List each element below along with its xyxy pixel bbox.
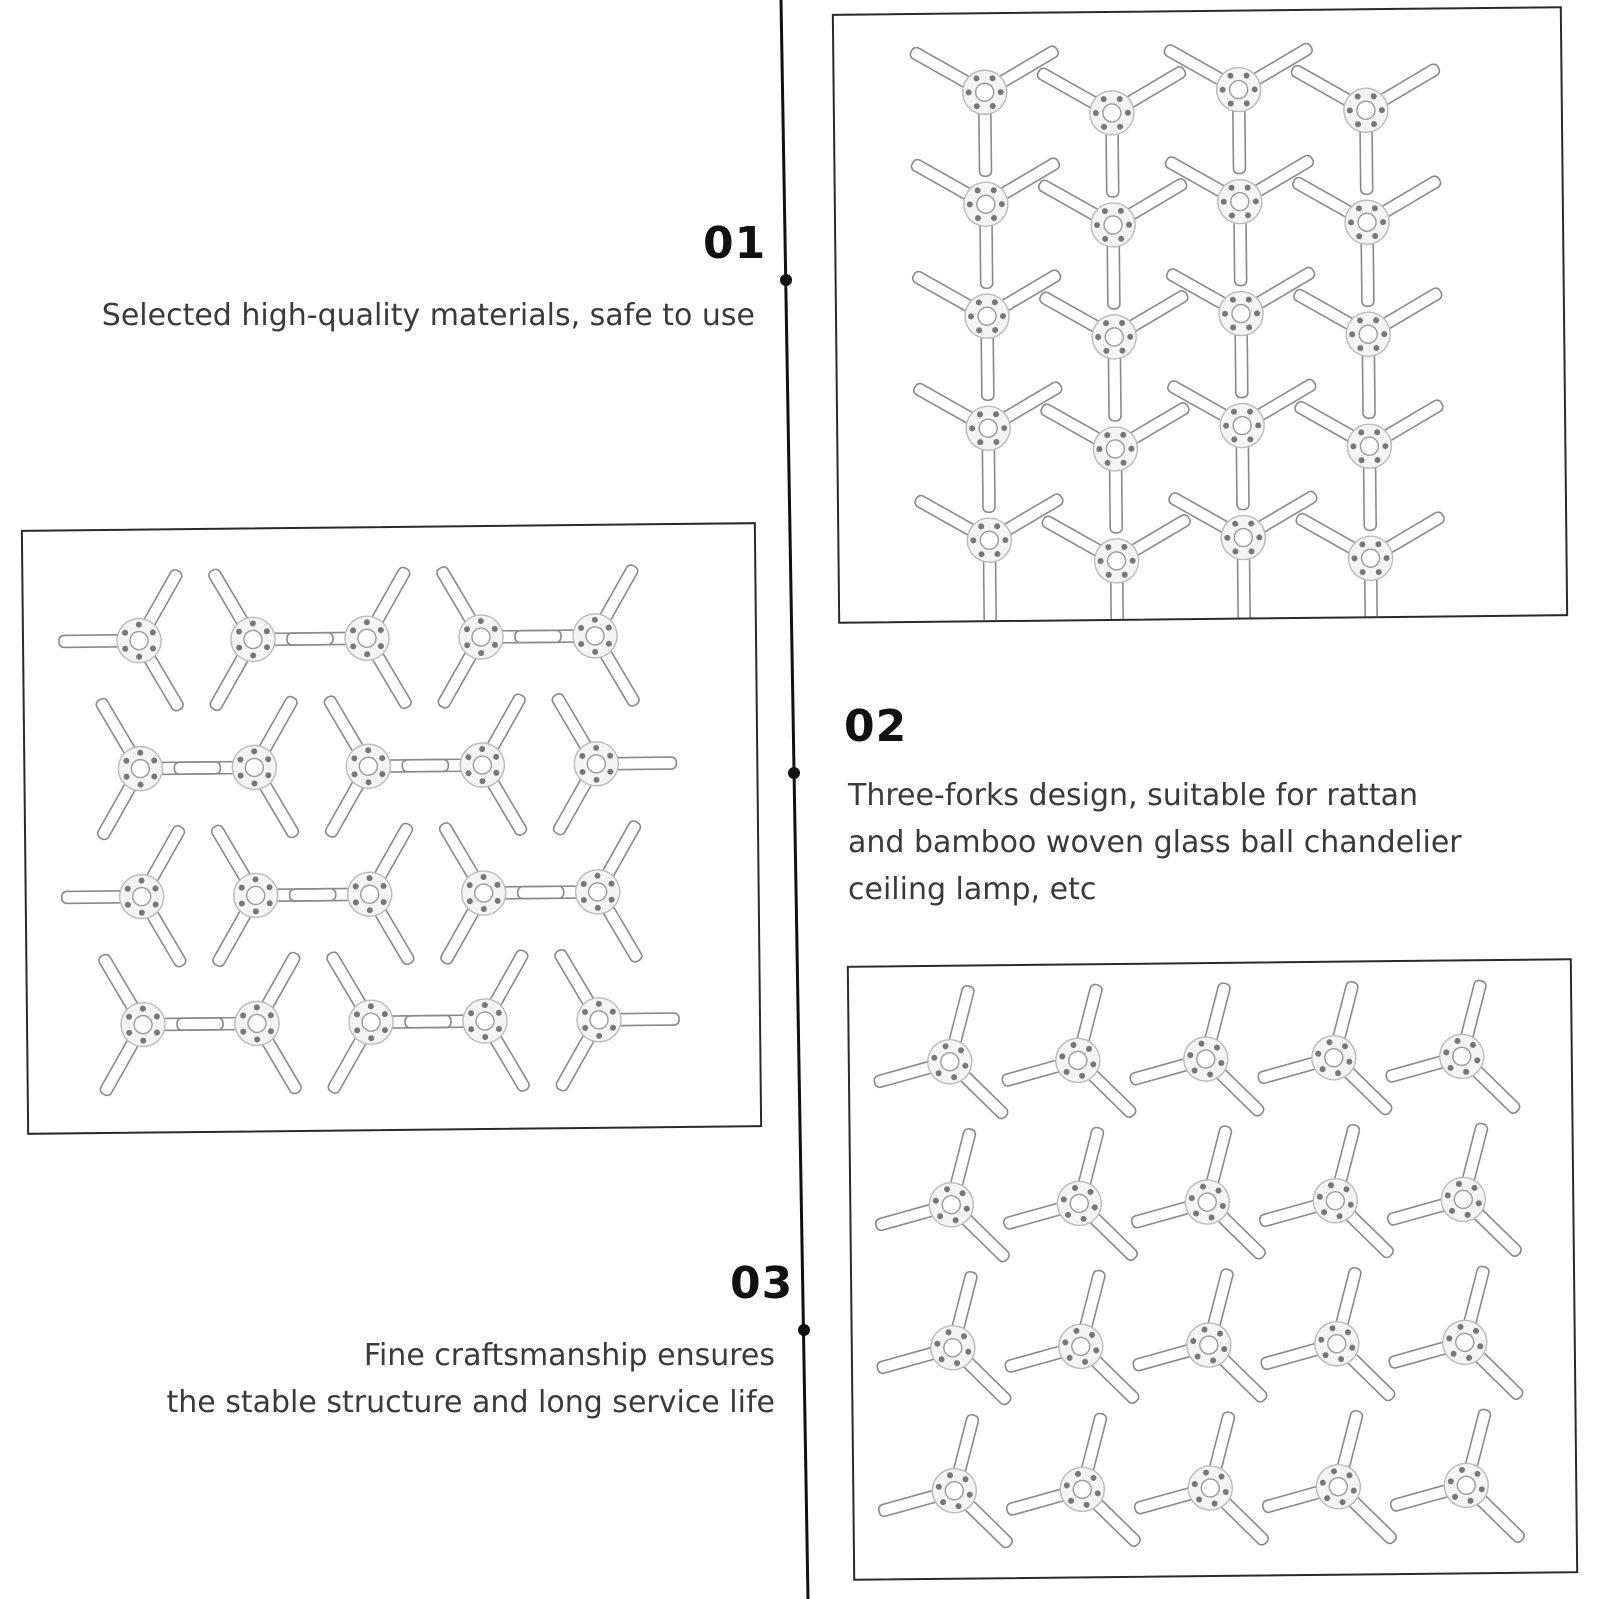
three-fork-connector-icon: [176, 951, 302, 1095]
feature-line: ceiling lamp, etc: [848, 872, 1097, 907]
feature-number-01: 01: [703, 218, 767, 269]
three-fork-connector-icon: [1163, 42, 1313, 175]
feature-line: Selected high-quality materials, safe to…: [101, 298, 755, 333]
three-fork-connector-icon: [401, 693, 528, 836]
three-fork-connector-icon: [95, 697, 222, 841]
three-fork-connector-icon: [1040, 402, 1190, 534]
three-fork-connector-icon: [98, 953, 224, 1097]
three-fork-connector-icon: [210, 824, 337, 968]
three-fork-connector-icon: [1295, 511, 1445, 622]
three-fork-connector-icon: [404, 949, 530, 1092]
product-panel-bottom-right: [846, 958, 1579, 1581]
three-fork-connector-icon: [173, 695, 300, 839]
three-fork-connector-icon: [323, 695, 450, 838]
three-fork-connector-icon: [60, 824, 187, 968]
three-fork-connector-icon: [1257, 980, 1393, 1116]
three-fork-connector-icon: [551, 692, 678, 836]
three-fork-connector-icon: [1291, 175, 1442, 308]
feature-text-02: Three-forks design, suitable for rattan …: [848, 772, 1508, 913]
three-fork-connector-icon: [1132, 1268, 1268, 1403]
three-fork-connector-icon: [1037, 178, 1188, 310]
three-fork-connector-icon: [1039, 290, 1189, 422]
product-grid: [873, 979, 1525, 1549]
three-fork-connector-icon: [909, 45, 1059, 178]
three-fork-connector-icon: [913, 381, 1063, 514]
feature-text-03: Fine craftsmanship ensures the stable st…: [120, 1332, 775, 1426]
three-fork-connector-icon: [1293, 287, 1443, 420]
three-fork-connector-icon: [1165, 266, 1316, 399]
three-fork-connector-icon: [288, 822, 415, 966]
three-fork-connector-icon: [914, 493, 1064, 622]
three-fork-connector-icon: [1002, 1126, 1138, 1261]
three-fork-connector-icon: [1036, 66, 1187, 198]
timeline-dot-03: [798, 1324, 810, 1336]
three-fork-connector-icon: [326, 951, 452, 1094]
three-fork-connector-icon: [1294, 399, 1444, 532]
three-fork-connector-icon: [1388, 1265, 1524, 1400]
three-fork-connector-icon: [1167, 378, 1317, 511]
product-panel-middle-left: [20, 522, 763, 1135]
feature-line: Three-forks design, suitable for rattan: [848, 778, 1419, 813]
feature-line: and bamboo woven glass ball chandelier: [848, 825, 1462, 860]
feature-text-01: Selected high-quality materials, safe to…: [80, 292, 755, 339]
three-fork-connector-icon: [1001, 983, 1137, 1118]
three-fork-connector-icon: [436, 566, 562, 709]
three-fork-connector-icon: [516, 820, 643, 963]
three-fork-connector-icon: [876, 1270, 1012, 1406]
three-fork-connector-icon: [1385, 979, 1521, 1114]
three-fork-connector-icon: [1260, 1266, 1396, 1402]
three-fork-connector-icon: [554, 948, 680, 1092]
three-fork-connector-icon: [286, 566, 412, 710]
three-fork-connector-icon: [1130, 1125, 1266, 1260]
three-fork-connector-icon: [438, 822, 565, 965]
product-panel-top-right: [831, 6, 1569, 624]
three-fork-connector-icon: [1290, 63, 1441, 196]
feature-number-03: 03: [730, 1258, 794, 1309]
three-fork-connector-icon: [1261, 1409, 1397, 1545]
three-fork-connector-icon: [874, 1127, 1010, 1263]
three-fork-connector-icon: [1389, 1408, 1525, 1543]
feature-line: the stable structure and long service li…: [166, 1385, 775, 1420]
three-fork-connector-icon: [1004, 1269, 1140, 1404]
three-fork-connector-icon: [58, 569, 184, 712]
three-fork-connector-icon: [1168, 490, 1318, 622]
three-fork-connector-icon: [911, 269, 1062, 402]
timeline-dot-01: [780, 274, 792, 286]
three-fork-connector-icon: [1041, 514, 1191, 622]
three-fork-connector-icon: [1386, 1122, 1522, 1257]
feature-line: Fine craftsmanship ensures: [363, 1338, 775, 1373]
three-fork-connector-icon: [1133, 1411, 1269, 1546]
three-fork-connector-icon: [514, 564, 640, 707]
three-fork-connector-icon: [208, 568, 334, 712]
three-fork-connector-icon: [1164, 154, 1315, 287]
three-fork-connector-icon: [1258, 1123, 1394, 1259]
three-fork-connector-icon: [873, 984, 1009, 1120]
product-grid: [58, 564, 680, 1097]
three-fork-connector-icon: [910, 157, 1061, 290]
three-fork-connector-icon: [1005, 1412, 1141, 1547]
three-fork-connector-icon: [877, 1413, 1013, 1549]
timeline-dot-02: [788, 767, 800, 779]
product-grid: [909, 42, 1445, 622]
feature-number-02: 02: [844, 701, 908, 752]
three-fork-connector-icon: [1129, 982, 1265, 1117]
